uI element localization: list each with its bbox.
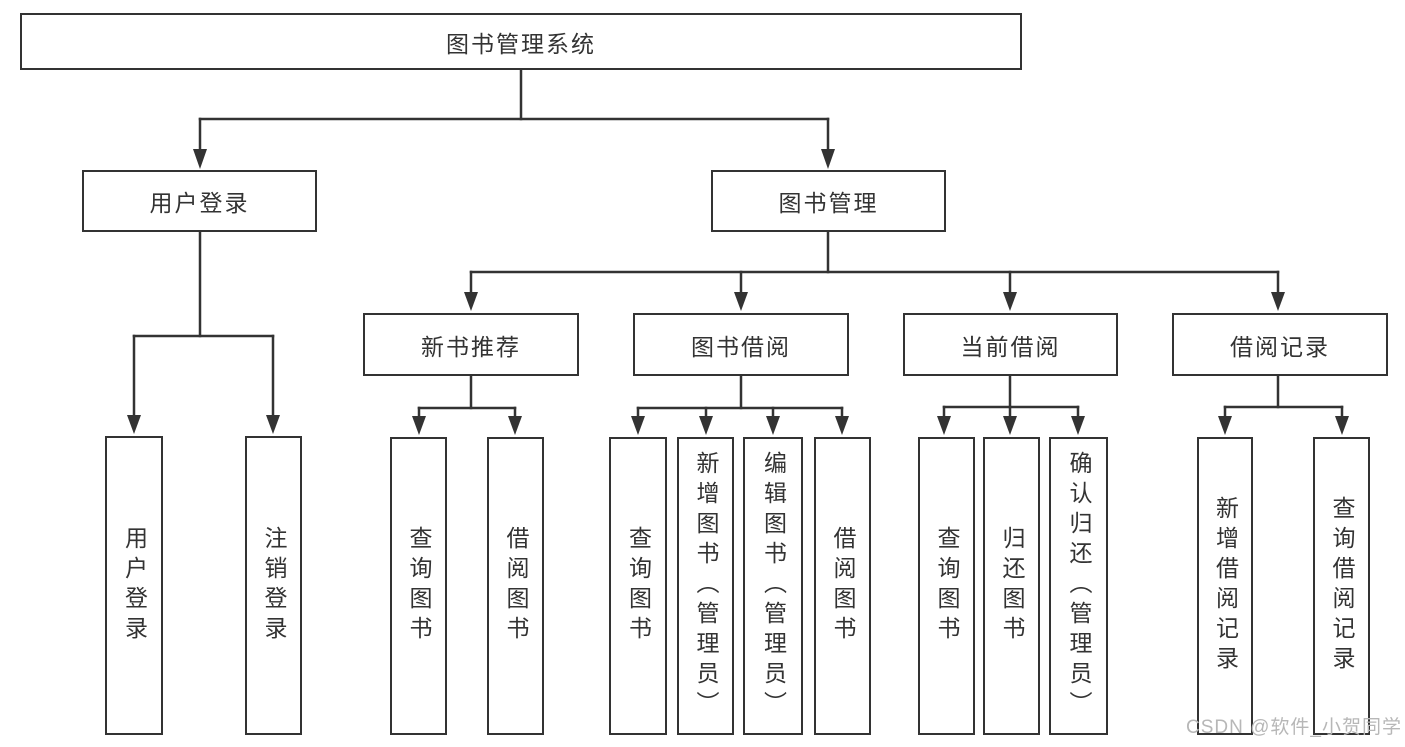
node-leaf-query-borrow-record: 查询借阅记录	[1313, 437, 1370, 735]
node-library-system: 图书管理系统	[20, 13, 1022, 70]
node-label: 确认归还（管理员）	[1066, 451, 1092, 721]
connector-records-to-leaves	[1218, 374, 1349, 435]
node-label: 当前借阅	[960, 333, 1061, 360]
node-borrowing-records: 借阅记录	[1172, 313, 1388, 376]
connector-userlogin-to-leaves	[127, 230, 280, 434]
node-leaf-borrow-book-2: 借阅图书	[814, 437, 871, 735]
node-leaf-return-book: 归还图书	[983, 437, 1040, 735]
node-leaf-user-login: 用户登录	[105, 436, 163, 735]
node-leaf-logout: 注销登录	[245, 436, 302, 735]
node-book-management: 图书管理	[711, 170, 946, 232]
connector-root-to-level2	[193, 68, 835, 169]
node-label: 图书借阅	[691, 333, 791, 360]
node-label: 查询图书	[406, 526, 432, 646]
node-label: 图书管理系统	[446, 30, 596, 57]
node-current-borrowing: 当前借阅	[903, 313, 1118, 376]
node-user-login-group: 用户登录	[82, 170, 317, 232]
node-label: 新书推荐	[421, 333, 521, 360]
connector-current-to-leaves	[937, 374, 1085, 435]
node-leaf-add-borrow-record: 新增借阅记录	[1197, 437, 1253, 735]
node-leaf-confirm-return-admin: 确认归还（管理员）	[1049, 437, 1108, 735]
connector-newbook-to-leaves	[412, 374, 522, 435]
node-label: 新增图书（管理员）	[693, 451, 719, 721]
node-leaf-query-book-3: 查询图书	[918, 437, 975, 735]
node-book-borrowing: 图书借阅	[633, 313, 849, 376]
node-label: 查询图书	[934, 526, 960, 646]
node-label: 借阅记录	[1230, 333, 1330, 360]
node-label: 借阅图书	[503, 526, 529, 646]
node-label: 注销登录	[261, 525, 287, 646]
node-label: 用户登录	[121, 525, 148, 646]
node-leaf-query-book-2: 查询图书	[609, 437, 667, 735]
connector-bookmgmt-to-level3	[464, 230, 1285, 311]
csdn-watermark: CSDN @软件_小贺同学	[1186, 717, 1402, 738]
node-leaf-query-book-1: 查询图书	[390, 437, 447, 735]
node-leaf-add-book-admin: 新增图书（管理员）	[677, 437, 734, 735]
node-label: 归还图书	[999, 526, 1025, 646]
node-new-book-recommend: 新书推荐	[363, 313, 579, 376]
node-label: 查询借阅记录	[1329, 496, 1355, 676]
node-label: 查询图书	[625, 526, 652, 646]
node-label: 新增借阅记录	[1212, 496, 1239, 676]
node-leaf-edit-book-admin: 编辑图书（管理员）	[743, 437, 803, 735]
node-label: 编辑图书（管理员）	[760, 451, 787, 721]
connector-borrow-to-leaves	[631, 374, 849, 435]
node-leaf-borrow-book-1: 借阅图书	[487, 437, 544, 735]
node-label: 借阅图书	[830, 526, 856, 646]
node-label: 用户登录	[149, 190, 250, 216]
node-label: 图书管理	[778, 190, 879, 216]
